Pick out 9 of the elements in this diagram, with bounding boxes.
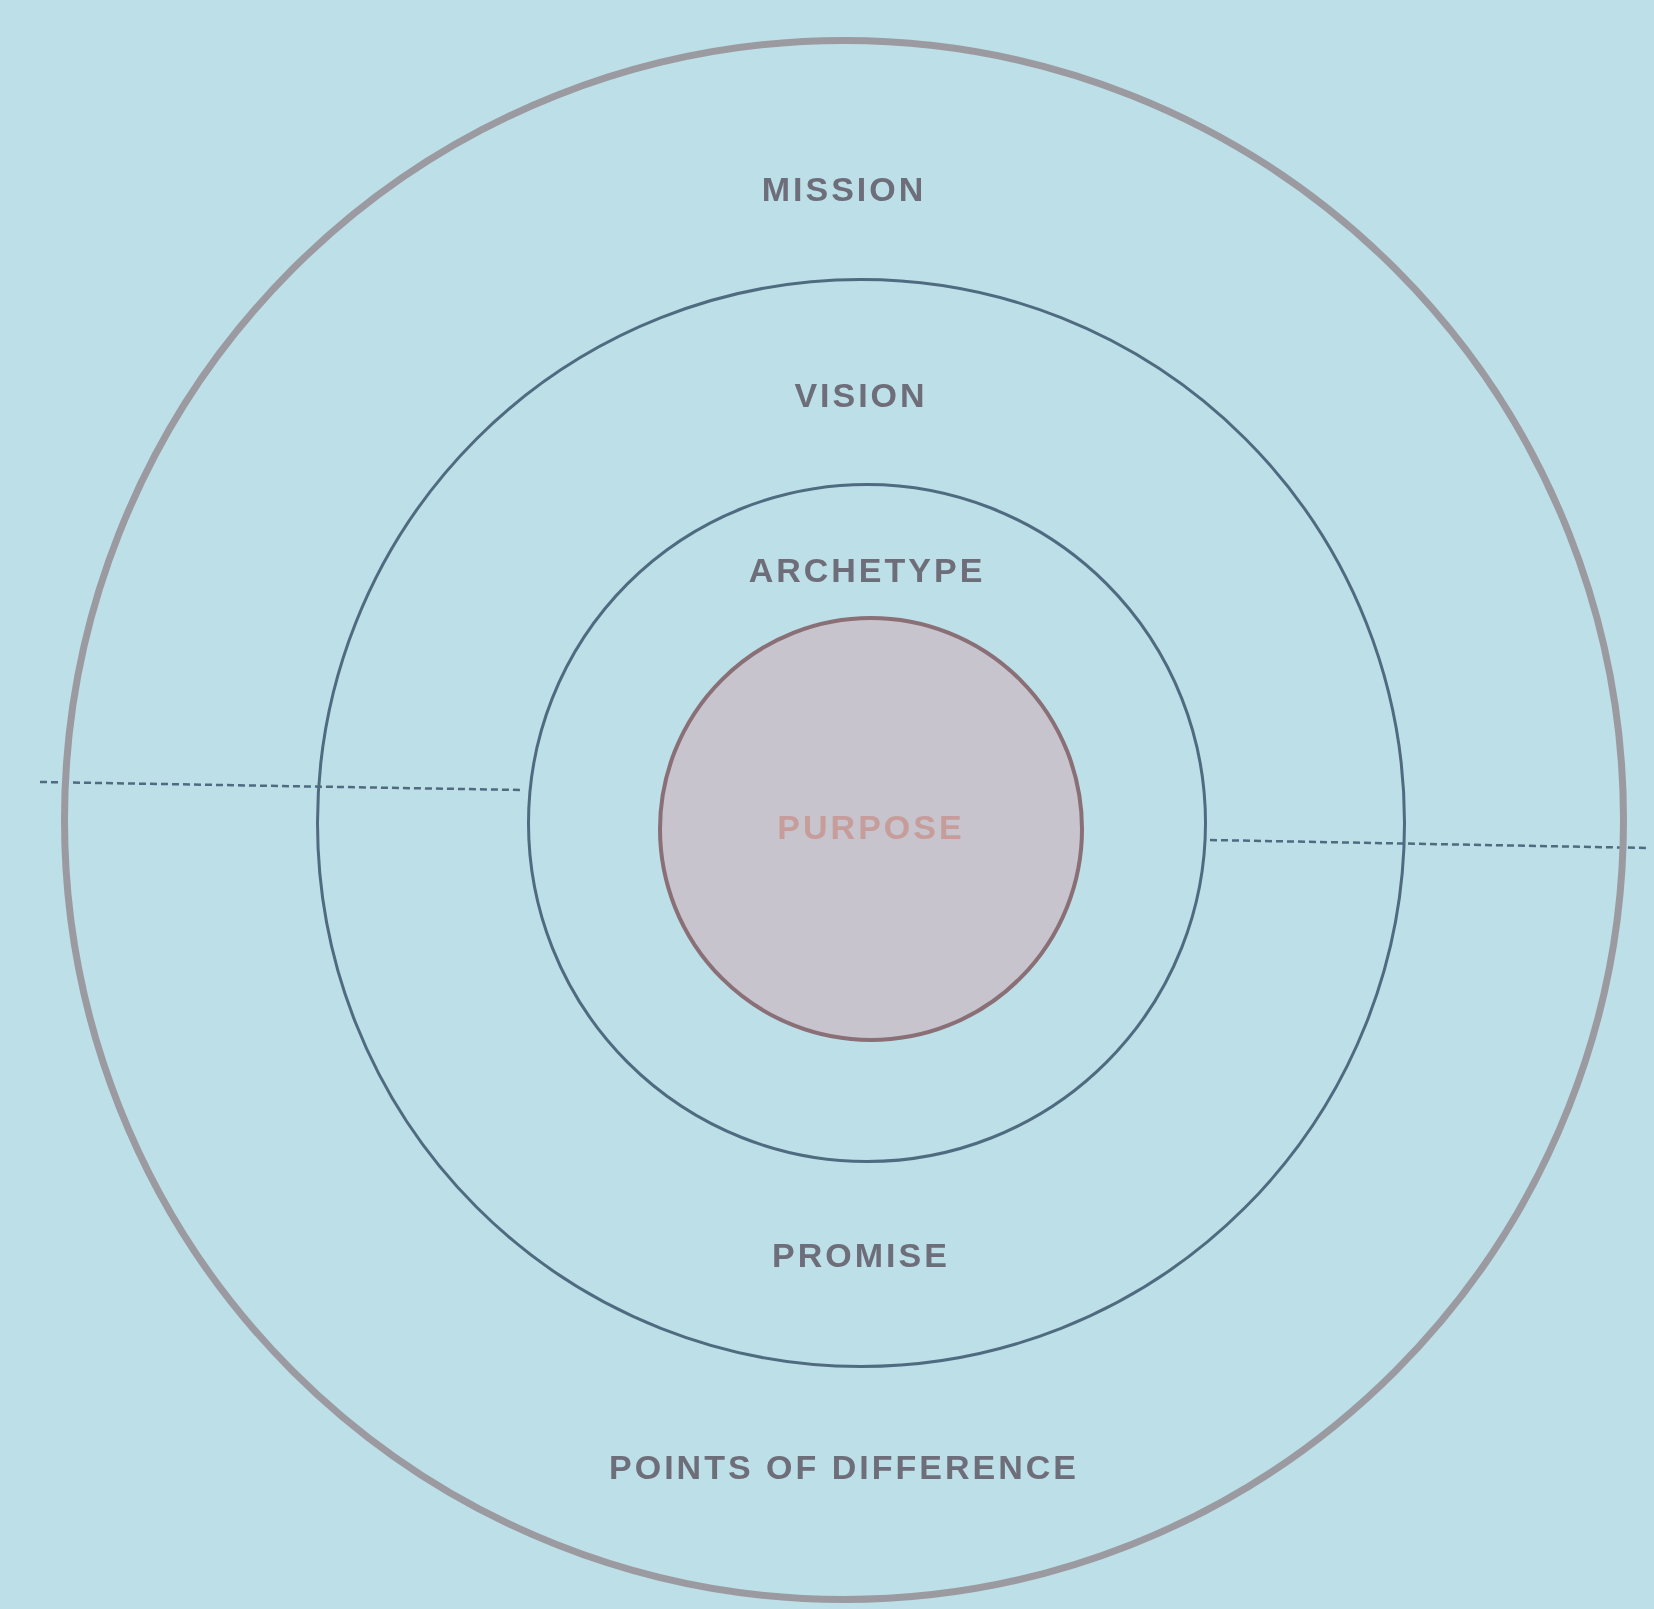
middle-ring bbox=[316, 278, 1406, 1368]
ring-label: ARCHETYPE bbox=[748, 553, 986, 587]
core-circle bbox=[658, 616, 1084, 1042]
outer-ring bbox=[61, 37, 1627, 1603]
ring-label: PROMISE bbox=[772, 1238, 950, 1272]
ring-label: MISSION bbox=[761, 172, 927, 206]
ring-label: VISION bbox=[794, 378, 928, 412]
ring-label: POINTS OF DIFFERENCE bbox=[609, 1450, 1079, 1484]
inner-ring bbox=[527, 483, 1207, 1163]
